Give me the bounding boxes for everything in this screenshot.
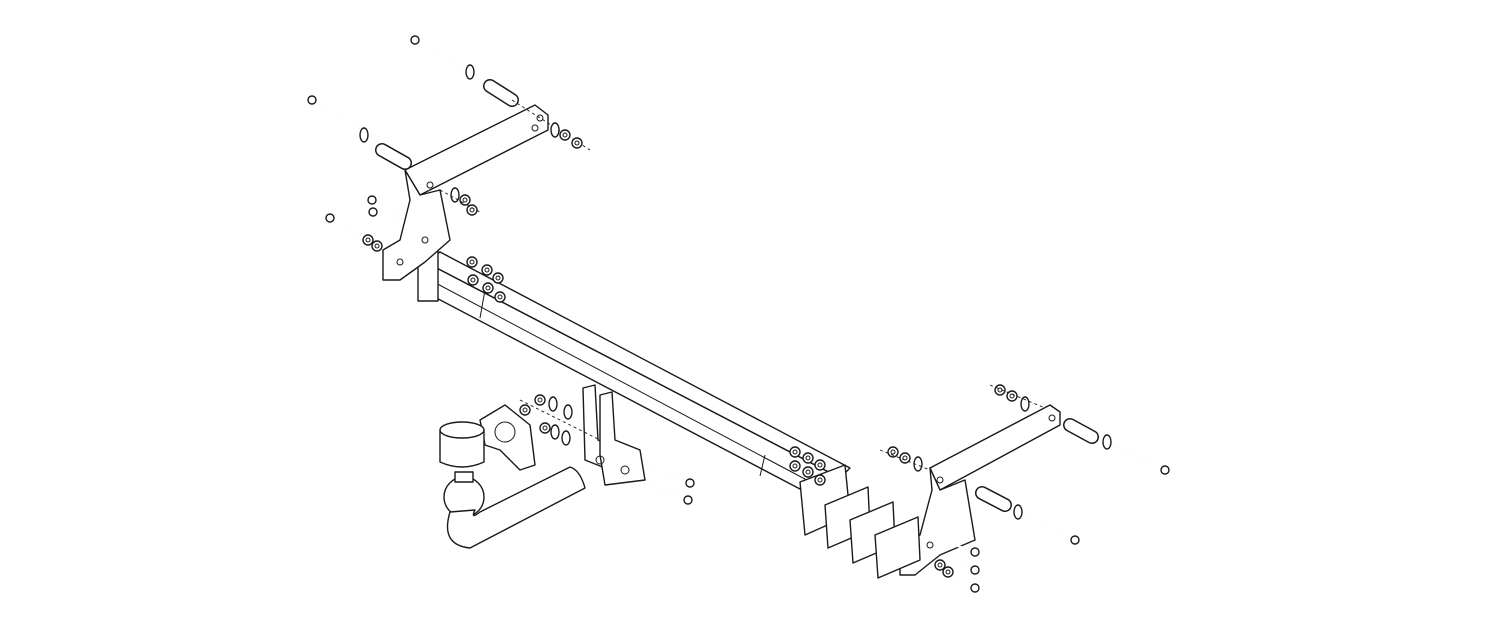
nut-hole bbox=[469, 259, 475, 265]
nut-icon bbox=[466, 256, 478, 268]
nut-hole bbox=[817, 462, 823, 468]
nut-icon bbox=[362, 234, 374, 246]
nut-hole bbox=[890, 449, 896, 455]
nut-hole bbox=[805, 469, 811, 475]
nut-icon bbox=[802, 452, 814, 464]
nut-hole bbox=[522, 407, 528, 413]
bolt-head-icon bbox=[368, 207, 378, 217]
washer-icon bbox=[548, 396, 558, 412]
bolt-head-icon bbox=[970, 583, 980, 593]
nut-icon bbox=[371, 240, 383, 252]
nut-hole bbox=[1009, 393, 1015, 399]
washer-icon bbox=[550, 122, 560, 138]
washer-icon bbox=[359, 127, 369, 143]
nut-hole bbox=[485, 285, 491, 291]
nut-icon bbox=[492, 272, 504, 284]
assembly-line bbox=[519, 399, 601, 441]
nut-icon bbox=[519, 404, 531, 416]
fasteners bbox=[307, 35, 1170, 593]
bolt-head-icon bbox=[1160, 465, 1170, 475]
washer-icon bbox=[1102, 434, 1112, 450]
nut-icon bbox=[814, 459, 826, 471]
drop-plates bbox=[582, 384, 646, 486]
nut-hole bbox=[542, 425, 548, 431]
assembly-line bbox=[439, 189, 481, 213]
nut-icon bbox=[1006, 390, 1018, 402]
washer-icon bbox=[563, 404, 573, 420]
bolt-head-icon bbox=[685, 478, 695, 488]
bolt-head-icon bbox=[683, 495, 693, 505]
assembly-line bbox=[879, 449, 931, 471]
nut-hole bbox=[792, 449, 798, 455]
nut-icon bbox=[789, 460, 801, 472]
tow-ball bbox=[439, 421, 586, 549]
nut-icon bbox=[467, 274, 479, 286]
nut-hole bbox=[537, 397, 543, 403]
nut-hole bbox=[817, 477, 823, 483]
crossbar bbox=[417, 245, 851, 536]
nut-hole bbox=[937, 562, 943, 568]
bolt-head-icon bbox=[970, 547, 980, 557]
nut-icon bbox=[481, 264, 493, 276]
bolt-head-icon bbox=[1070, 535, 1080, 545]
nut-icon bbox=[942, 566, 954, 578]
bolt-head-icon bbox=[367, 195, 377, 205]
bolt-shank bbox=[414, 39, 463, 69]
socket-plate bbox=[479, 404, 536, 471]
washer-icon bbox=[1013, 504, 1023, 520]
washer-icon bbox=[450, 187, 460, 203]
nut-hole bbox=[945, 569, 951, 575]
nut-icon bbox=[539, 422, 551, 434]
nut-hole bbox=[805, 455, 811, 461]
nut-icon bbox=[559, 129, 571, 141]
bolt-head-icon bbox=[410, 35, 420, 45]
bolt-shank bbox=[1029, 516, 1076, 541]
bolt-head-icon bbox=[307, 95, 317, 105]
nut-icon bbox=[899, 452, 911, 464]
nut-hole bbox=[374, 243, 380, 249]
spacer-tube-body bbox=[1064, 419, 1098, 443]
nut-icon bbox=[789, 446, 801, 458]
nut-hole bbox=[495, 275, 501, 281]
washer-icon bbox=[550, 424, 560, 440]
assembly-line bbox=[989, 384, 1046, 409]
nut-hole bbox=[484, 267, 490, 273]
nut-icon bbox=[459, 194, 471, 206]
nut-icon bbox=[814, 474, 826, 486]
nut-icon bbox=[802, 466, 814, 478]
bolt-shank bbox=[329, 217, 361, 236]
nut-icon bbox=[494, 291, 506, 303]
nut-icon bbox=[887, 446, 899, 458]
nut-hole bbox=[562, 132, 568, 138]
bolt-head-icon bbox=[325, 213, 335, 223]
nut-hole bbox=[497, 294, 503, 300]
nut-icon bbox=[534, 394, 546, 406]
nut-icon bbox=[994, 384, 1006, 396]
nut-hole bbox=[574, 140, 580, 146]
nut-hole bbox=[792, 463, 798, 469]
spacer-tube-body bbox=[976, 487, 1011, 511]
bolt-shank bbox=[644, 483, 689, 501]
bolt-shank bbox=[649, 467, 691, 484]
spacer-plates bbox=[824, 486, 921, 579]
bolt-shank bbox=[1116, 446, 1166, 471]
washer-icon bbox=[561, 430, 571, 446]
washer-icon bbox=[465, 64, 475, 80]
bolt-head-icon bbox=[970, 565, 980, 575]
nut-icon bbox=[466, 204, 478, 216]
washer-icon bbox=[1020, 396, 1030, 412]
nut-icon bbox=[934, 559, 946, 571]
spacer-tube-body bbox=[376, 144, 411, 169]
nut-hole bbox=[462, 197, 468, 203]
nut-hole bbox=[365, 237, 371, 243]
bolt-shank bbox=[371, 199, 399, 213]
nut-icon bbox=[571, 137, 583, 149]
nut-icon bbox=[482, 282, 494, 294]
spacer-tube-body bbox=[484, 80, 518, 106]
left-bracket bbox=[382, 104, 549, 281]
nut-hole bbox=[470, 277, 476, 283]
bolt-shank bbox=[311, 99, 361, 129]
